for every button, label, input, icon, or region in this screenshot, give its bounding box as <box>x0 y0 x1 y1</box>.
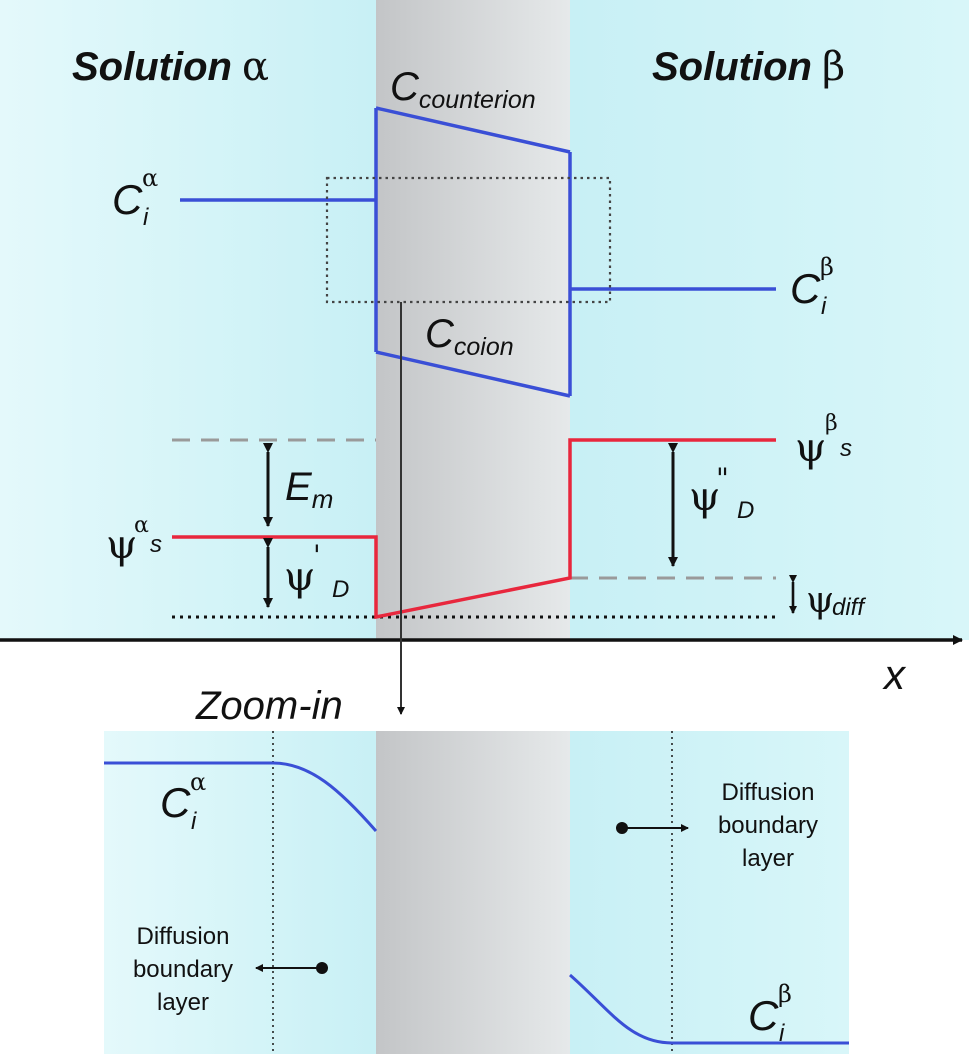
zoom-ci-beta-curve <box>569 973 849 1045</box>
counterion-top-line <box>375 106 571 154</box>
solution-alpha-region <box>0 0 376 640</box>
svg-text:ψ: ψ <box>806 580 834 621</box>
svg-text:ψ: ψ <box>106 522 137 568</box>
zoom-ci-alpha-curve <box>104 761 378 832</box>
zoom-in-panel: C α i C β i Diffusion boundary layer Dif… <box>104 731 849 1054</box>
ci-beta-label: C β i <box>790 253 834 320</box>
svg-text:β: β <box>778 980 792 1008</box>
svg-text:α: α <box>142 164 158 192</box>
ci-alpha-label: C α i <box>112 164 158 231</box>
svg-text:i: i <box>821 293 827 320</box>
svg-text:layer: layer <box>157 989 209 1016</box>
svg-text:C: C <box>748 992 779 1039</box>
zoom-ci-beta-label: C β i <box>748 980 792 1047</box>
svg-text:C: C <box>790 265 821 312</box>
psi-d-double-prime-label: ψ " D <box>689 462 754 524</box>
svg-text:ψ: ψ <box>284 554 315 600</box>
psi-diff-label: ψ diff <box>806 580 866 621</box>
svg-text:boundary: boundary <box>718 812 818 839</box>
svg-text:layer: layer <box>742 845 794 872</box>
svg-text:β: β <box>825 411 838 436</box>
svg-text:C: C <box>112 176 143 223</box>
svg-text:α: α <box>190 768 206 796</box>
svg-text:boundary: boundary <box>133 956 233 983</box>
concentration-profile <box>180 106 776 398</box>
potential-profile <box>172 438 776 620</box>
svg-text:Diffusion: Diffusion <box>137 923 230 950</box>
solution-beta-region <box>570 0 969 640</box>
svg-text:ψ: ψ <box>795 425 826 471</box>
psi-s-beta-label: ψ β s <box>795 411 852 471</box>
c-counterion-label: Ccounterion <box>390 65 536 114</box>
svg-text:ψ: ψ <box>689 474 720 520</box>
svg-text:Diffusion: Diffusion <box>722 779 815 806</box>
zoom-box <box>325 176 612 304</box>
svg-text:s: s <box>840 435 852 462</box>
zoom-membrane <box>376 731 570 1054</box>
svg-text:s: s <box>150 531 162 558</box>
zoom-in-label: Zoom-in <box>195 684 343 728</box>
svg-text:i: i <box>779 1020 785 1047</box>
psi-s-alpha-label: ψ α s <box>106 513 162 568</box>
em-label: Em <box>285 465 333 514</box>
svg-text:C: C <box>160 779 191 826</box>
c-coion-label: Ccoion <box>425 312 514 361</box>
svg-text:α: α <box>134 513 149 538</box>
zoom-solution-beta <box>570 731 849 1054</box>
svg-text:i: i <box>143 204 149 231</box>
svg-text:": " <box>716 462 729 495</box>
zoom-ci-alpha-label: C α i <box>160 768 206 835</box>
left-dbl-annotation: Diffusion boundary layer <box>133 923 328 1016</box>
svg-text:diff: diff <box>832 594 866 621</box>
psi-d-prime-label: ψ ' D <box>284 539 349 603</box>
x-axis-label: x <box>882 651 907 698</box>
svg-text:i: i <box>191 808 197 835</box>
gray-dashed-references <box>172 438 776 580</box>
svg-text:': ' <box>313 539 321 572</box>
membrane-region <box>376 0 570 640</box>
svg-text:β: β <box>820 253 834 281</box>
svg-text:D: D <box>332 576 349 603</box>
zoom-solution-alpha <box>104 731 376 1054</box>
right-dbl-annotation: Diffusion boundary layer <box>616 779 818 872</box>
coion-bottom-line <box>375 350 571 398</box>
svg-text:D: D <box>737 497 754 524</box>
